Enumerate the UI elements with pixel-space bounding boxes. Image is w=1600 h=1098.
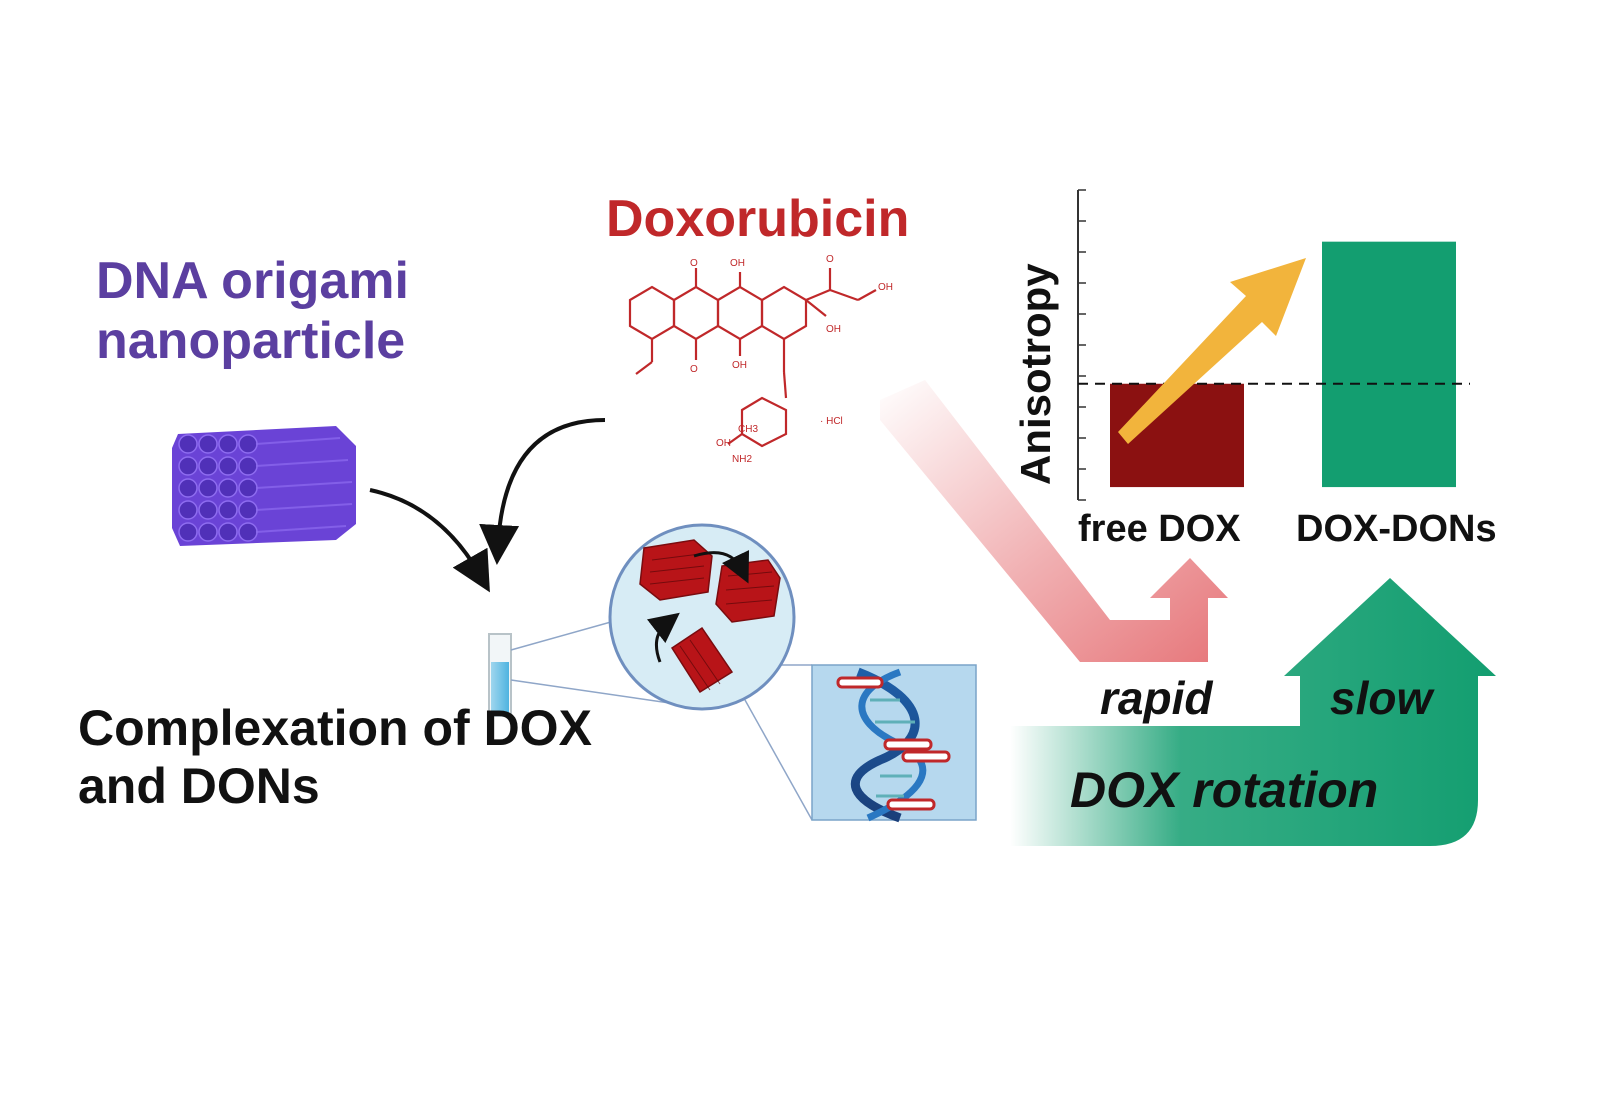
y-axis-label: Anisotropy [1012,263,1059,485]
cuvette-icon [488,633,512,717]
x-tick-label-dox-dons: DOX-DONs [1296,508,1497,550]
svg-text:OH: OH [826,324,841,335]
svg-text:OH: OH [878,282,893,293]
dox-to-cuvette-arrow [479,418,606,565]
dna-origami-title: DNA origami nanoparticle [96,252,409,370]
complexation-title: Complexation of DOX and DONs [78,700,592,814]
svg-text:NH2: NH2 [732,454,752,465]
dox-rotation-label: DOX rotation [1070,762,1379,818]
svg-text:OH: OH [730,258,745,269]
doxorubicin-title: Doxorubicin [606,190,910,248]
dna-helix-panel [811,664,977,823]
rapid-rotation-arrow [880,380,1228,662]
svg-text:O: O [690,364,698,375]
svg-text:O: O [690,258,698,269]
svg-text:OH: OH [732,360,747,371]
slow-label: slow [1330,672,1433,724]
zoom-circle [608,523,796,711]
rapid-label: rapid [1100,672,1213,724]
origami-to-cuvette-arrow [369,488,490,593]
svg-text:O: O [826,254,834,265]
doxorubicin-labels: OH O O OH O OH OH CH3 NH2 OH · HCl [690,254,893,465]
slow-rotation-arrow [1010,578,1496,846]
doxorubicin-structure-icon [628,268,877,448]
anisotropy-chart [1077,189,1470,501]
increase-arrow [1118,258,1306,444]
dna-origami-bundle-icon [172,426,356,546]
svg-text:OH: OH [716,438,731,449]
svg-text:CH3: CH3 [738,424,758,435]
x-tick-label-free-dox: free DOX [1078,508,1241,550]
bar-dox-dons [1322,241,1456,488]
svg-text:· HCl: · HCl [820,416,843,427]
